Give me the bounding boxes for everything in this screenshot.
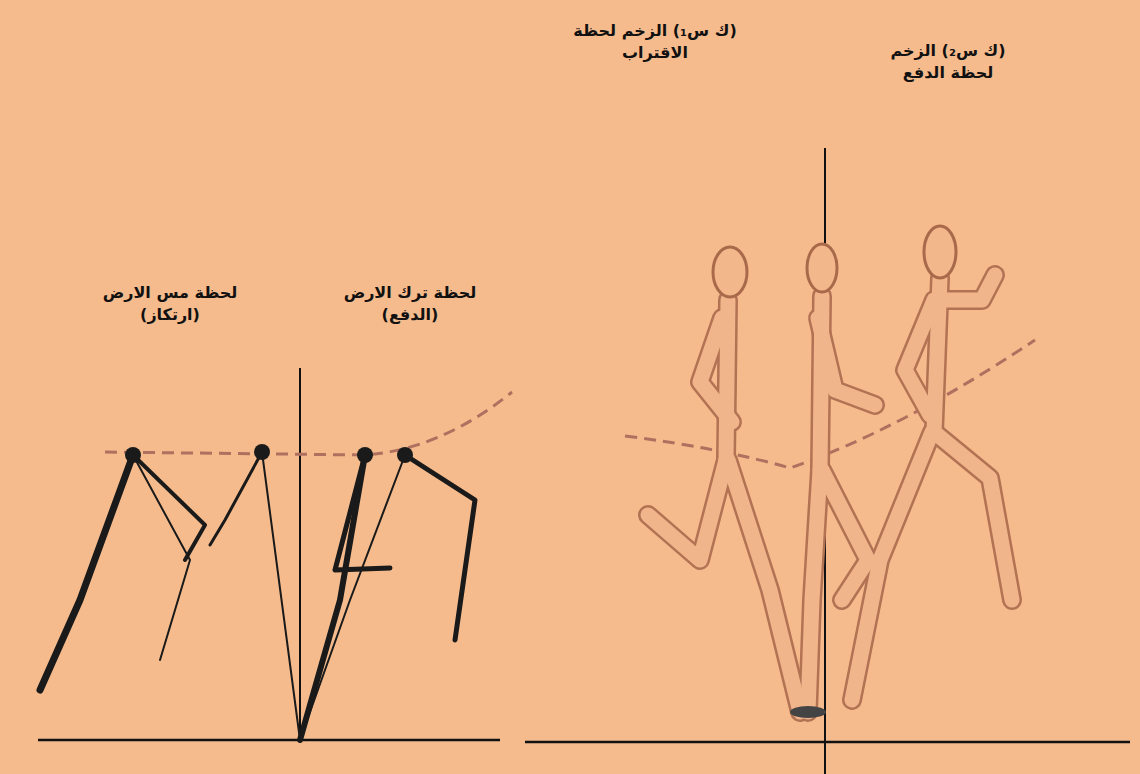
phase-label: (ك س₁) الزخم لحظة الاقتراب	[565, 20, 745, 63]
runner-figure	[648, 275, 1012, 712]
vertical-line	[299, 368, 301, 742]
ground-line	[525, 741, 1130, 744]
phase-label: لحظة مس الارض (ارتكاز)	[100, 282, 240, 325]
ground-line	[38, 739, 500, 742]
foot-contact	[790, 706, 826, 718]
phase-label: لحظة ترك الارض (الدفع)	[340, 282, 480, 325]
hip-trajectory	[105, 392, 512, 455]
stick-figure	[40, 452, 475, 740]
phase-label: (ك س₂) الزخم لحظة الدفع	[868, 40, 1028, 83]
